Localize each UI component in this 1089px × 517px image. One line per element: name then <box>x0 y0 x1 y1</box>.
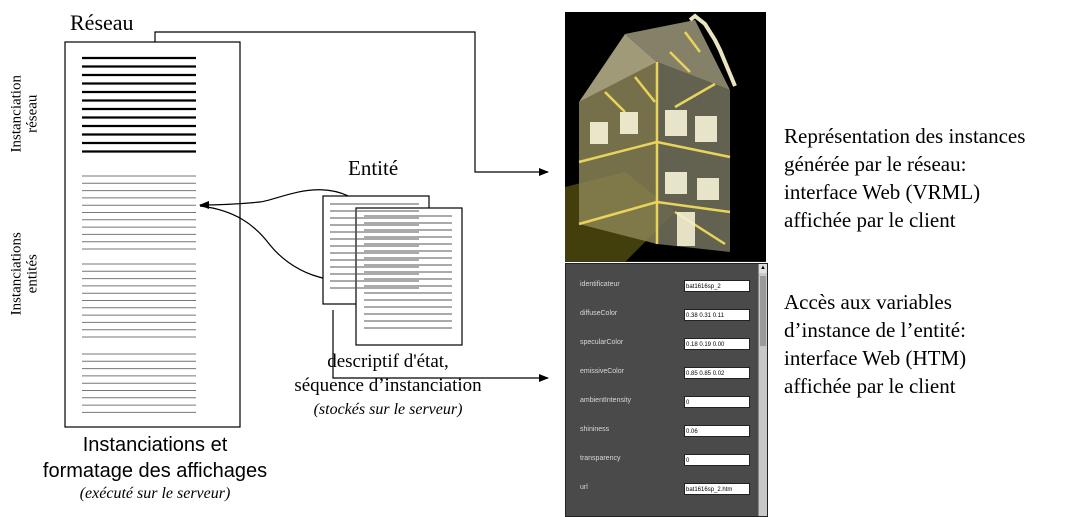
variable-row: shininess 0.06 <box>566 423 758 443</box>
state-descriptor-caption: descriptif d'état, séquence d’instanciat… <box>294 351 482 418</box>
variable-row: identificateur bat1616sp_2 <box>566 278 758 298</box>
network-connector <box>154 31 549 176</box>
entity-lines-group-2 <box>82 263 196 338</box>
entity-curve-upper <box>199 189 371 213</box>
variable-value-field[interactable]: bat1616sp_2.htm <box>684 483 750 495</box>
variable-value-field[interactable]: 0.38 0.31 0.11 <box>684 309 750 321</box>
network-lines <box>82 56 196 153</box>
scroll-thumb[interactable] <box>760 276 766 346</box>
variable-name: transparency <box>580 455 621 462</box>
entity-lines-group-3 <box>82 353 196 413</box>
variable-row: emissiveColor 0.85 0.85 0.02 <box>566 365 758 385</box>
network-vertical-label: Instanciation réseau <box>8 75 40 153</box>
entities-vertical-label: Instanciations entités <box>8 232 40 316</box>
variables-connector <box>332 310 549 382</box>
entity-label: Entité <box>348 156 399 180</box>
variable-row: diffuseColor 0.38 0.31 0.11 <box>566 307 758 327</box>
variable-row: ambientIntensity 0 <box>566 394 758 414</box>
variable-name: specularColor <box>580 339 624 346</box>
variable-value-field[interactable]: 0.06 <box>684 425 750 437</box>
variable-row: url bat1616sp_2.htm <box>566 481 758 501</box>
variable-name: ambientIntensity <box>580 397 631 404</box>
variable-value-field[interactable]: 0 <box>684 396 750 408</box>
html-caption: Accès aux variables d’instance de l’enti… <box>784 290 967 398</box>
instantiations-caption: Instanciations et formatage des affichag… <box>42 434 268 502</box>
variable-name: identificateur <box>580 281 620 288</box>
entity-page-back-lines <box>330 203 419 289</box>
vrml-caption: Représentation des instances générée par… <box>784 124 1026 232</box>
variable-name: emissiveColor <box>580 368 624 375</box>
entity-page-front-lines <box>364 215 452 329</box>
panel-scrollbar[interactable]: ▲ <box>758 264 767 516</box>
variable-value-field[interactable]: 0 <box>684 454 750 466</box>
variable-name: diffuseColor <box>580 310 618 317</box>
variable-value-field[interactable]: 0.18 0.19 0.00 <box>684 338 750 350</box>
entity-lines-group-1 <box>82 175 196 250</box>
variable-name: shininess <box>580 426 610 433</box>
vrml-house-view[interactable] <box>565 12 766 262</box>
variable-row: transparency 0 <box>566 452 758 472</box>
variable-name: url <box>580 484 588 491</box>
variables-panel[interactable]: identificateur bat1616sp_2 diffuseColor 0.3… <box>565 263 768 517</box>
variable-value-field[interactable]: 0.85 0.85 0.02 <box>684 367 750 379</box>
variable-row: specularColor 0.18 0.19 0.00 <box>566 336 758 356</box>
entity-page-front <box>355 207 463 346</box>
variable-value-field[interactable]: bat1616sp_2 <box>684 280 750 292</box>
scroll-up-icon[interactable]: ▲ <box>759 264 767 273</box>
network-title: Réseau <box>70 10 134 35</box>
